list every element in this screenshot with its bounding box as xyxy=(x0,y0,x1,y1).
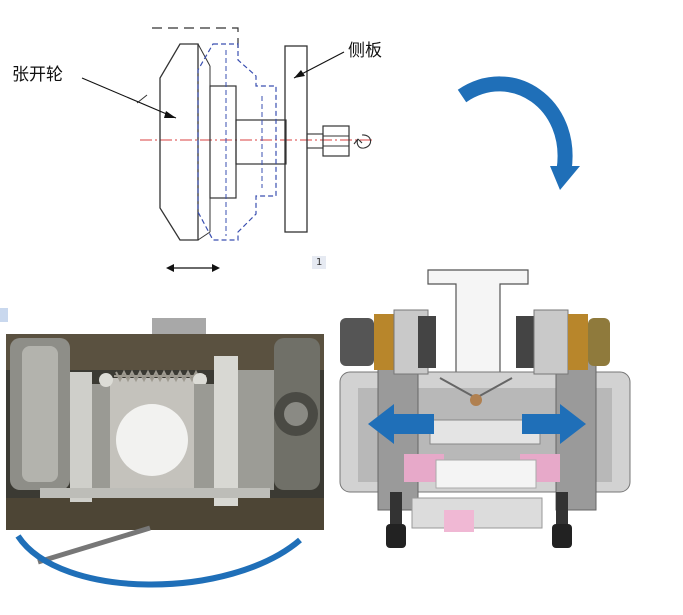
wheel-inner-line-2 xyxy=(197,43,211,67)
spring xyxy=(114,369,206,383)
figure-number: 1 xyxy=(312,256,327,269)
left-blue-arrow-icon xyxy=(368,404,434,444)
curved-arrow-icon xyxy=(457,76,573,172)
expanding-wheel-outline xyxy=(159,43,199,241)
right-blue-arrow-icon xyxy=(522,404,586,444)
bottom-curve-arrow xyxy=(15,534,302,588)
rotation-arrow-icon xyxy=(356,134,372,149)
shaft xyxy=(235,119,287,165)
cad-model xyxy=(339,269,631,548)
wheel-inner-line-3 xyxy=(197,231,211,241)
wheel-label: 张开轮 xyxy=(12,65,63,85)
side-plate-label: 侧板 xyxy=(348,41,382,61)
device-photo xyxy=(6,318,324,565)
wheel-leader xyxy=(81,77,177,119)
dashed-wheel-outline xyxy=(197,43,277,241)
nut xyxy=(322,125,350,157)
bolt-shaft xyxy=(306,133,324,149)
wheel-hub xyxy=(209,85,237,199)
dashed-top-bracket xyxy=(152,27,239,48)
double-headed-arrow-icon xyxy=(166,264,220,272)
side-plate xyxy=(284,45,308,233)
